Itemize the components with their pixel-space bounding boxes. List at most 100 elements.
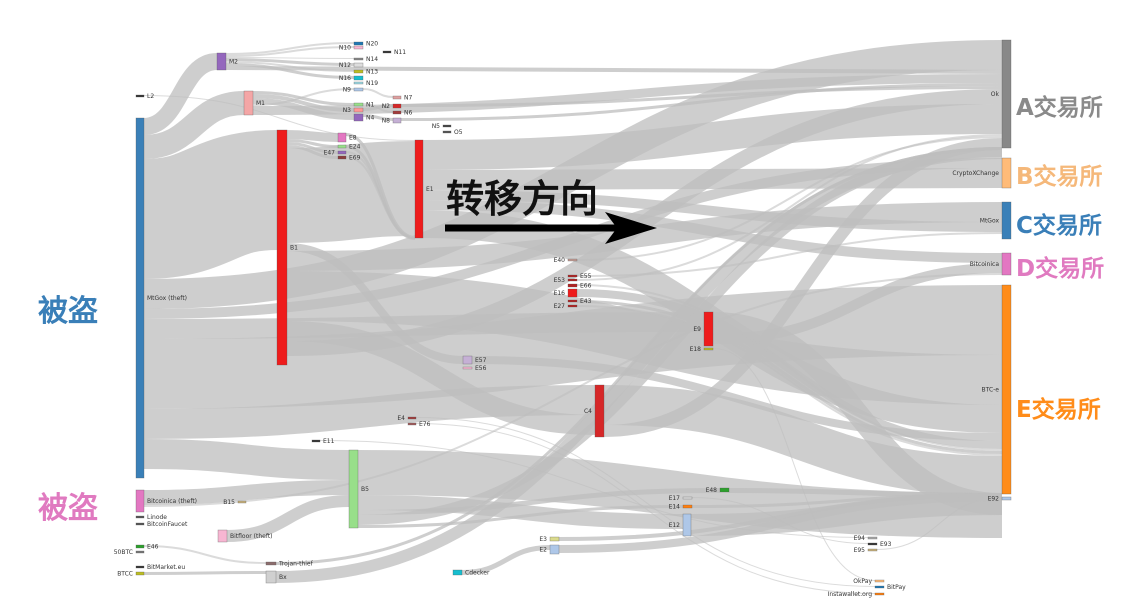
node-c4[interactable]: C4 xyxy=(584,384,605,438)
node-bar[interactable] xyxy=(337,132,347,143)
node-e3[interactable]: E3 xyxy=(539,536,560,543)
node-e53[interactable]: E53 xyxy=(554,277,578,284)
node-bar[interactable] xyxy=(594,384,605,438)
node-bar[interactable] xyxy=(216,52,227,71)
node-mtgox[interactable]: MtGox xyxy=(980,201,1012,240)
node-n5[interactable]: N5 xyxy=(432,123,452,130)
node-linode[interactable]: Linode xyxy=(135,514,167,521)
node-bar[interactable] xyxy=(567,283,578,288)
node-bar[interactable] xyxy=(703,347,714,351)
node-bar[interactable] xyxy=(414,139,424,239)
node-e55[interactable]: E55 xyxy=(567,273,592,280)
node-bar[interactable] xyxy=(135,94,145,98)
node-o5[interactable]: O5 xyxy=(442,129,463,136)
node-e40[interactable]: E40 xyxy=(554,257,578,264)
node-e94[interactable]: E94 xyxy=(854,535,878,542)
node-cryptoxchange[interactable]: CryptoXChange xyxy=(952,157,1012,189)
node-bar[interactable] xyxy=(265,561,277,566)
node-bar[interactable] xyxy=(1001,157,1012,189)
node-bar[interactable] xyxy=(462,366,473,370)
node-bar[interactable] xyxy=(353,102,364,107)
node-n8[interactable]: N8 xyxy=(382,117,402,125)
node-n1[interactable]: N1 xyxy=(353,102,374,109)
node-instawallet-org[interactable]: Instawallet.org xyxy=(828,591,885,598)
node-n3[interactable]: N3 xyxy=(343,107,364,114)
node-bar[interactable] xyxy=(135,522,145,526)
node-bar[interactable] xyxy=(243,90,254,116)
node-bar[interactable] xyxy=(217,529,228,543)
node-bar[interactable] xyxy=(703,311,714,347)
node-bar[interactable] xyxy=(392,117,402,124)
node-bar[interactable] xyxy=(337,155,347,160)
node-e4[interactable]: E4 xyxy=(397,415,417,422)
node-e8[interactable]: E8 xyxy=(337,132,357,143)
node-bar[interactable] xyxy=(442,124,452,128)
node-n4[interactable]: N4 xyxy=(353,113,374,122)
node-e66[interactable]: E66 xyxy=(567,283,592,290)
node-mtgox-theft[interactable]: MtGox (theft) xyxy=(135,117,187,479)
node-bar[interactable] xyxy=(682,496,693,500)
node-bar[interactable] xyxy=(1001,284,1012,495)
node-bar[interactable] xyxy=(874,579,885,583)
node-bar[interactable] xyxy=(549,536,560,542)
node-bar[interactable] xyxy=(567,299,578,303)
node-bar[interactable] xyxy=(682,513,692,537)
node-bar[interactable] xyxy=(719,487,730,493)
node-e24[interactable]: E24 xyxy=(337,144,361,151)
node-bar[interactable] xyxy=(353,81,364,85)
node-bar[interactable] xyxy=(135,571,145,576)
node-bar[interactable] xyxy=(867,548,878,552)
node-e27[interactable]: E27 xyxy=(554,303,578,310)
node-bitpay[interactable]: BitPay xyxy=(874,584,906,591)
node-bar[interactable] xyxy=(392,103,402,109)
node-bar[interactable] xyxy=(567,278,578,282)
node-e12[interactable]: E12 xyxy=(669,513,692,537)
node-bar[interactable] xyxy=(874,585,885,589)
node-bar[interactable] xyxy=(353,87,364,92)
node-bitfloor-theft[interactable]: Bitfloor (theft) xyxy=(217,529,273,543)
node-e1[interactable]: E1 xyxy=(414,139,434,239)
node-bar[interactable] xyxy=(462,355,473,365)
node-bar[interactable] xyxy=(867,536,878,540)
node-l2[interactable]: L2 xyxy=(135,93,154,100)
node-bitcoinica-theft[interactable]: Bitcoinica (theft) xyxy=(135,489,197,513)
node-e16[interactable]: E16 xyxy=(554,288,578,298)
node-n7[interactable]: N7 xyxy=(392,95,412,102)
node-bar[interactable] xyxy=(135,544,145,549)
node-bar[interactable] xyxy=(135,489,145,513)
node-m2[interactable]: M2 xyxy=(216,52,238,71)
node-bar[interactable] xyxy=(407,416,417,420)
node-e56[interactable]: E56 xyxy=(462,365,487,372)
node-bar[interactable] xyxy=(337,150,347,155)
node-bitmarket-eu[interactable]: BitMarket.eu xyxy=(135,564,185,571)
node-e18[interactable]: E18 xyxy=(690,346,714,353)
node-bar[interactable] xyxy=(311,439,321,443)
node-cdecker[interactable]: Cdecker xyxy=(452,570,490,577)
node-bar[interactable] xyxy=(567,304,578,308)
node-bar[interactable] xyxy=(353,45,364,50)
node-bar[interactable] xyxy=(874,592,885,596)
node-bar[interactable] xyxy=(549,544,560,555)
node-bar[interactable] xyxy=(237,500,247,504)
node-e46[interactable]: E46 xyxy=(135,544,159,551)
node-e2[interactable]: E2 xyxy=(539,544,560,555)
node-n2[interactable]: N2 xyxy=(382,103,402,110)
node-e47[interactable]: E47 xyxy=(324,150,347,157)
node-bar[interactable] xyxy=(135,117,145,479)
node-bar[interactable] xyxy=(1001,39,1012,149)
node-bar[interactable] xyxy=(353,107,364,113)
node-bitcoinica[interactable]: Bitcoinica xyxy=(970,252,1012,276)
node-bar[interactable] xyxy=(867,542,878,546)
node-trojan-thief[interactable]: Trojan-thief xyxy=(265,561,314,568)
node-bar[interactable] xyxy=(353,69,364,74)
node-ok[interactable]: Ok xyxy=(991,39,1012,149)
node-bar[interactable] xyxy=(265,570,277,584)
node-bar[interactable] xyxy=(392,110,402,115)
node-e93[interactable]: E93 xyxy=(867,541,892,548)
node-bar[interactable] xyxy=(353,62,364,68)
node-n12[interactable]: N12 xyxy=(339,62,364,69)
node-n16[interactable]: N16 xyxy=(339,75,364,82)
node-bar[interactable] xyxy=(567,274,578,278)
node-bar[interactable] xyxy=(392,95,402,100)
node-bar[interactable] xyxy=(442,130,452,134)
